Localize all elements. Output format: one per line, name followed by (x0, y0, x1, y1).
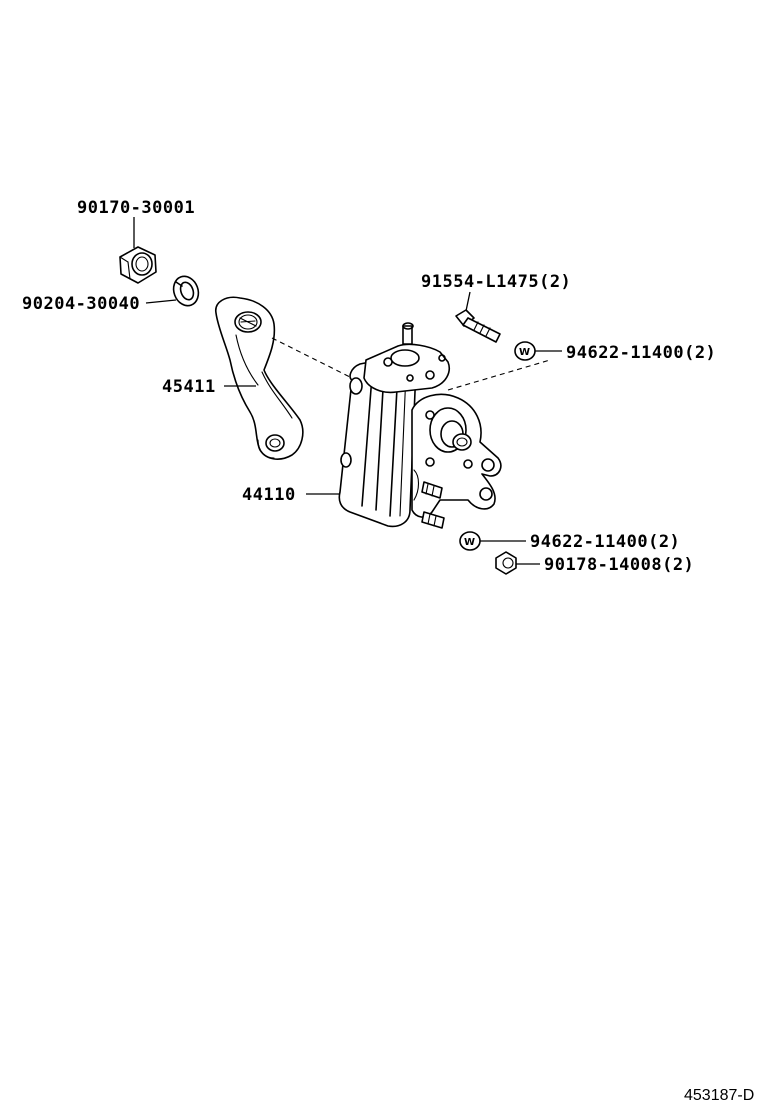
label-nut-lower: 90178-14008(2) (544, 555, 694, 575)
label-washer-lower: 94622-11400(2) (530, 532, 680, 552)
label-nut: 90170-30001 (77, 198, 195, 218)
alignment-line-washer (447, 359, 551, 391)
alignment-line-arm (271, 337, 357, 381)
label-washer-upper: 94622-11400(2) (566, 343, 716, 363)
pitman-arm-illustration (215, 296, 304, 460)
leader-lock-washer (145, 299, 177, 304)
nut-lower-illustration (495, 551, 517, 575)
diagram-reference-number: 453187-D (684, 1087, 754, 1104)
washer-upper-symbol: W (519, 347, 530, 358)
label-steering-gear: 44110 (242, 485, 296, 505)
steering-gear-illustration (338, 322, 502, 529)
washer-lower-illustration: W (459, 531, 481, 551)
label-pitman-arm: 45411 (162, 377, 216, 397)
bolt-illustration (455, 309, 501, 343)
washer-upper-illustration: W (514, 341, 536, 361)
label-bolt: 91554-L1475(2) (421, 272, 571, 292)
label-lock-washer: 90204-30040 (22, 294, 140, 314)
nut-illustration (119, 246, 157, 284)
leader-bolt (465, 291, 471, 312)
washer-lower-symbol: W (464, 537, 475, 548)
lock-washer-illustration (172, 275, 200, 307)
